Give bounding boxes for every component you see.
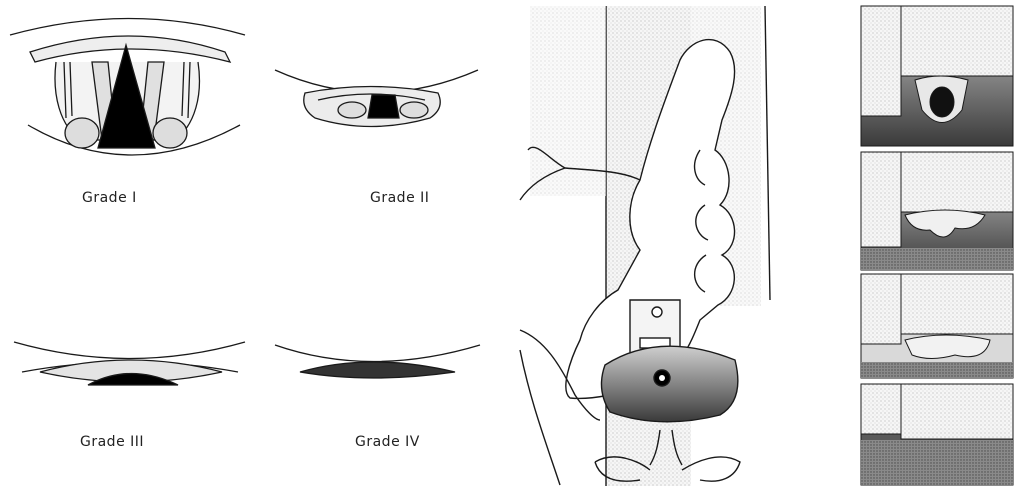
panel-1-glottis [930, 87, 954, 117]
endoscopic-panel-1 [861, 6, 1013, 146]
grade-1-upper-curve [10, 19, 245, 36]
grade-3-label: Grade III [80, 434, 144, 450]
grade-2-diagram [275, 70, 478, 127]
grade-2-left-cartilage [338, 102, 366, 118]
grade-1-left-cartilage [65, 118, 99, 148]
endoscopic-panel-3 [861, 274, 1013, 378]
larynx-view [601, 346, 737, 422]
grade-4-diagram [275, 345, 480, 378]
panel-4-blade [901, 384, 1013, 439]
neck-contour [520, 350, 560, 485]
external-manipulation-illustration [520, 6, 770, 486]
grade-1-label: Grade I [82, 190, 137, 206]
grade-2-label: Grade II [370, 190, 429, 206]
grade-4-epiglottis-tip [300, 362, 455, 378]
grade-2-glottis [368, 95, 399, 118]
panel-3-epiglottis [905, 335, 990, 359]
panel-1-handle [861, 6, 901, 116]
grade-3-diagram [14, 342, 245, 385]
grade-3-upper-curve [14, 342, 245, 359]
panel-3-shadow [861, 362, 1013, 378]
background-stipple [530, 6, 606, 196]
grade-1-diagram [10, 19, 245, 156]
grade-4-label: Grade IV [355, 434, 420, 450]
endoscopic-panel-2 [861, 152, 1013, 270]
panel-2-shadow [861, 248, 1013, 270]
grade-2-right-cartilage [400, 102, 428, 118]
glottic-highlight [659, 375, 665, 381]
panel-1-blade [901, 6, 1013, 76]
grade-1-right-cartilage [153, 118, 187, 148]
grade-4-upper-curve [275, 345, 480, 362]
panel-2-handle [861, 152, 901, 247]
panel-2-blade [901, 152, 1013, 212]
background-edge [765, 6, 770, 300]
panel-3-blade [901, 274, 1013, 334]
endoscopic-panel-4 [861, 384, 1013, 485]
handle-screw [652, 307, 662, 317]
panel-4-handle [861, 384, 901, 434]
panel-4-shadow [861, 440, 1013, 485]
panel-3-handle [861, 274, 901, 344]
